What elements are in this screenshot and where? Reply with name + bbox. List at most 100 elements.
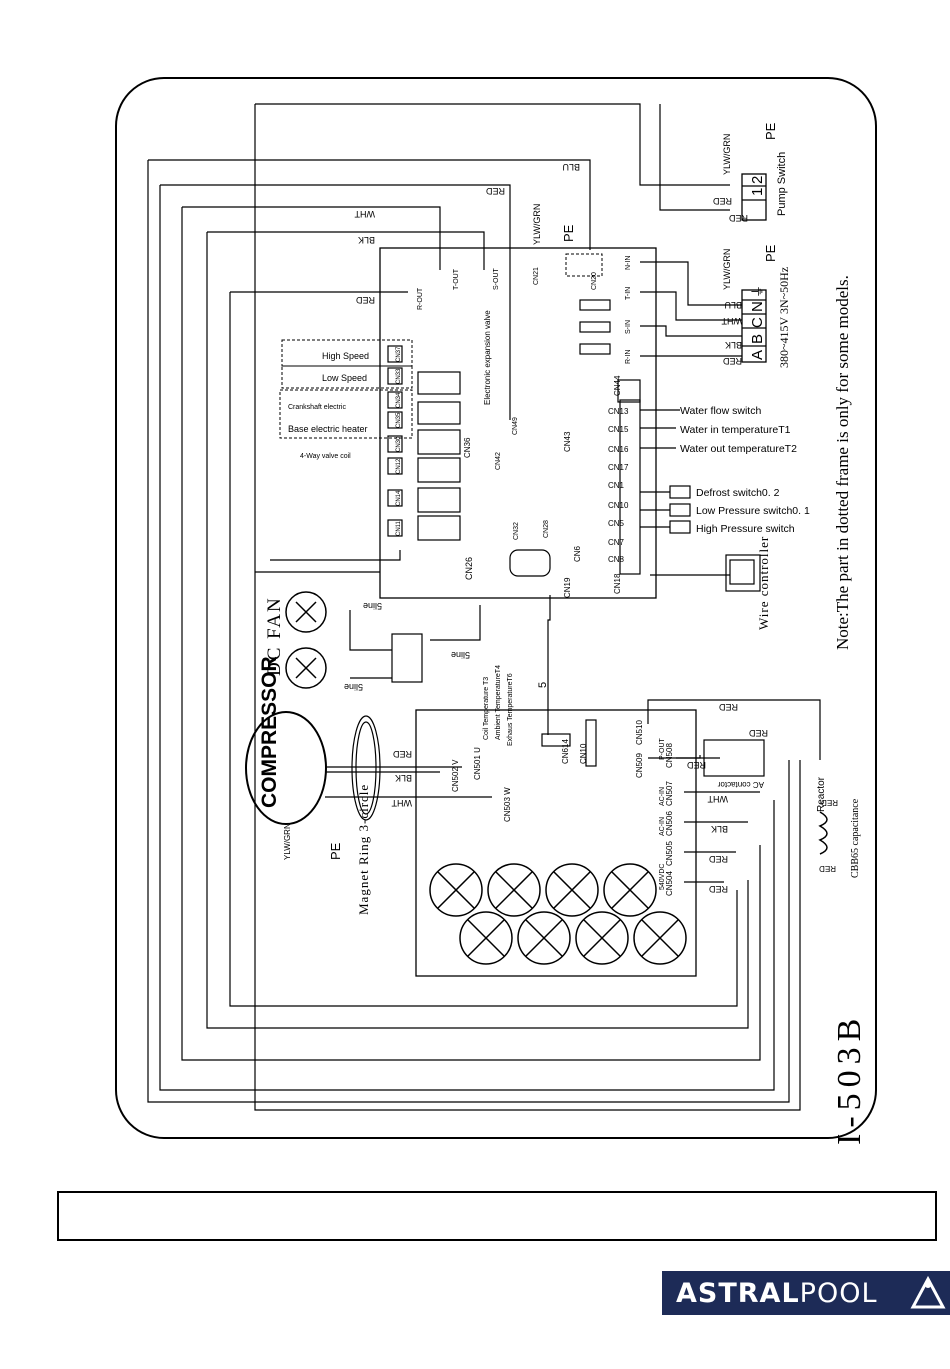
dc-fan-1 <box>285 591 327 633</box>
dc-fan-label: DC FAN <box>264 596 285 676</box>
pump-wire-2: RED <box>728 213 748 223</box>
cn49: CN49 <box>512 417 519 435</box>
relay-4-way-valve: 4-Way valve coil <box>300 453 351 460</box>
pin-ac-in-2: AC-IN <box>659 817 666 836</box>
top-wire-red: RED <box>485 186 505 196</box>
sensor-water-in: Water in temperatureT1 <box>680 424 791 436</box>
comp-wire-blk: BLK <box>395 773 412 783</box>
compressor <box>245 711 327 825</box>
cn501: CN501 U <box>473 747 482 780</box>
drive-wire-red-3: RED <box>686 760 706 770</box>
power-wire-blk: BLK <box>725 340 742 350</box>
cn34: CN34 <box>396 392 402 408</box>
astralpool-logo: ASTRALPOOL <box>662 1271 950 1315</box>
relay-crankshaft: Crankshaft electric <box>288 404 346 411</box>
sensor-high-pressure: High Pressure switch <box>696 523 795 535</box>
fan-line-3: 5line <box>344 682 363 692</box>
terminal-ground: ⏚ <box>750 285 765 298</box>
input-t: T-IN <box>625 287 632 300</box>
terminal-n: N <box>749 301 766 312</box>
compressor-ground-label: YLW/GRN <box>283 823 292 860</box>
power-wire-wht: WHT <box>721 316 742 326</box>
comp-wire-wht: WHT <box>391 798 412 808</box>
cn505: CN505 <box>665 841 674 866</box>
dc-fan-2 <box>285 647 327 689</box>
cn14: CN14 <box>396 490 402 506</box>
ac-contactor-label: AC contactor <box>717 780 764 789</box>
compressor-label: COMPRESSOR <box>258 656 281 808</box>
drive-wire-red-5: RED <box>708 884 728 894</box>
pump-wire-1: RED <box>712 196 732 206</box>
cn510: CN510 <box>635 720 644 745</box>
pin-p-out: P-OUT <box>659 738 666 761</box>
ambient-temp-label: Ambient TemperatureT4 <box>495 665 502 740</box>
drive-wire-red-4: RED <box>708 854 728 864</box>
cn19: CN19 <box>563 577 572 598</box>
cn16: CN16 <box>608 445 629 454</box>
cn503: CN503 W <box>503 787 512 822</box>
compressor-pe-label: PE <box>328 842 343 860</box>
cn7: CN7 <box>608 538 625 547</box>
main-control-board <box>379 247 657 599</box>
cn28: CN28 <box>543 520 550 538</box>
cn13: CN13 <box>608 407 629 416</box>
cn8: CN8 <box>608 555 625 564</box>
model-title: I-503B <box>831 1013 868 1145</box>
cn42: CN42 <box>495 452 502 470</box>
cn30: CN30 <box>396 436 402 452</box>
cn35: CN35 <box>396 412 402 428</box>
cn502: CN502 V <box>451 759 460 792</box>
cn508: CN508 <box>665 743 674 768</box>
pin-540vdc: 540VDC <box>659 864 666 890</box>
top-wire-blu: BLU <box>562 162 580 172</box>
cn37: CN37 <box>396 346 402 362</box>
wire-controller-label: Wire controller <box>756 536 771 630</box>
cn18: CN18 <box>613 573 622 594</box>
cn44: CN44 <box>613 375 622 396</box>
input-s: S-IN <box>625 320 632 334</box>
input-n: N-IN <box>625 256 632 270</box>
drive-wire-blk: BLK <box>711 824 728 834</box>
reactor-coil <box>818 811 828 855</box>
relay-high-speed: High Speed <box>322 351 369 361</box>
board-ground-label: YLW/GRN <box>532 204 542 245</box>
wire-harness <box>147 103 821 1111</box>
cn10-drive: CN10 <box>579 743 588 764</box>
inverter-drive-board <box>415 709 697 977</box>
pump-pe-label: PE <box>763 122 778 140</box>
drive-wire-red-1: RED <box>718 702 738 712</box>
pump-switch-label: Pump Switch <box>776 152 788 216</box>
cn614: CN614 <box>561 739 570 764</box>
power-pe-label: PE <box>763 244 778 262</box>
drive-wire-red-2: RED <box>748 728 768 738</box>
cn26: CN26 <box>464 557 474 580</box>
cn1: CN1 <box>608 481 625 490</box>
coil-temp-label: Coil Temperature T3 <box>483 677 490 740</box>
cn10: CN10 <box>608 501 629 510</box>
capacitor-bank <box>429 863 687 965</box>
cn17: CN17 <box>608 463 629 472</box>
cn15: CN15 <box>608 425 629 434</box>
power-wire-red: RED <box>722 356 742 366</box>
sensor-low-pressure: Low Pressure switch0. 1 <box>696 505 810 517</box>
board-pe-label: PE <box>561 224 576 242</box>
terminal-a: A <box>749 350 766 360</box>
output-s: S-OUT <box>493 268 500 291</box>
cn21: CN21 <box>533 267 540 285</box>
comp-wire-red: RED <box>392 749 412 759</box>
cn506: CN506 <box>665 811 674 836</box>
pump-pin-2: 2 <box>749 176 766 184</box>
cn507: CN507 <box>665 781 674 806</box>
top-wire-red-2: RED <box>355 295 375 305</box>
expansion-valve-label: Electronic expansion valve <box>483 310 492 405</box>
relay-base-heater: Base electric heater <box>288 424 368 434</box>
cn5: CN5 <box>608 519 625 528</box>
cn43: CN43 <box>563 431 572 452</box>
cn32: CN32 <box>513 522 520 540</box>
exhaust-temp-label: Exhaus TemperatureT6 <box>507 673 514 746</box>
output-r: R-OUT <box>417 287 424 310</box>
reactor-label: Reactor <box>816 776 827 812</box>
sensor-water-out: Water out temperatureT2 <box>680 443 797 455</box>
magnet-ring-label: Magnet Ring 3-circle <box>356 784 371 915</box>
